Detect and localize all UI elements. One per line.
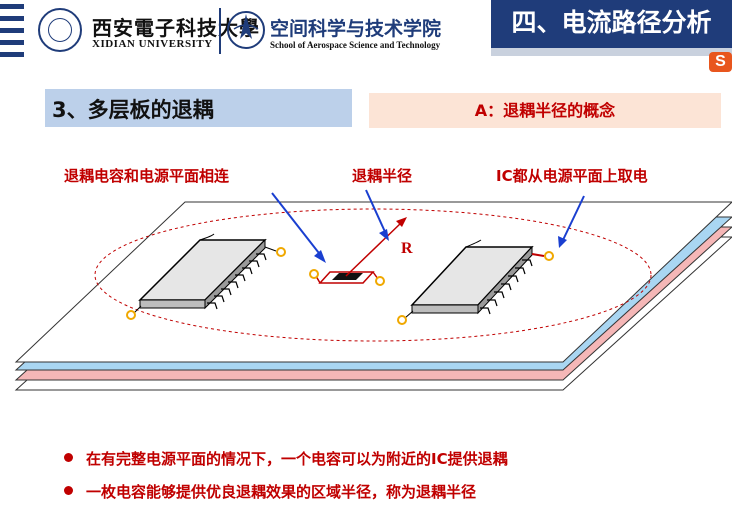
decoupling-radius-ellipse <box>94 208 652 342</box>
concept-title: A：退耦半径的概念 <box>369 93 721 128</box>
header-divider <box>219 8 221 54</box>
capacitor-via <box>309 269 319 279</box>
university-logo-icon <box>38 8 82 52</box>
menu-bar-line <box>0 4 24 9</box>
chapter-title: 四、电流路径分析 <box>491 0 732 48</box>
label-ic-power: IC都从电源平面上取电 <box>496 167 648 185</box>
bullet-item: 在有完整电源平面的情况下，一个电容可以为附近的IC提供退耦 <box>64 448 508 469</box>
title-shadow-bar <box>491 48 732 56</box>
menu-bar-line <box>0 40 24 45</box>
label-capacitor-connected: 退耦电容和电源平面相连 <box>64 167 230 185</box>
school-name-cn: 空间科学与技术学院 <box>270 18 442 40</box>
pointer-arrow <box>562 195 585 241</box>
power-via <box>544 251 554 261</box>
bullet-text: 一枚电容能够提供优良退耦效果的区域半径，称为退耦半径 <box>86 483 477 501</box>
radius-symbol: R <box>401 240 413 257</box>
bullet-dot-icon <box>64 486 73 495</box>
label-decoupling-radius: 退耦半径 <box>352 167 413 185</box>
section-title: 3、多层板的退耦 <box>52 98 214 122</box>
bullet-item: 一枚电容能够提供优良退耦效果的区域半径，称为退耦半径 <box>64 481 476 502</box>
power-via <box>126 310 136 320</box>
university-name-en: XIDIAN UNIVERSITY <box>92 38 213 50</box>
pointer-arrow <box>365 189 387 235</box>
radius-arrow <box>345 221 403 277</box>
capacitor-via <box>375 276 385 286</box>
ic-chip-left <box>138 233 267 310</box>
brand-badge-icon: S <box>709 52 732 72</box>
menu-bar-line <box>0 52 24 57</box>
bullet-text: 在有完整电源平面的情况下，一个电容可以为附近的IC提供退耦 <box>86 450 508 468</box>
school-name-en: School of Aerospace Science and Technolo… <box>270 40 441 50</box>
power-via <box>276 247 286 257</box>
menu-bar-line <box>0 28 24 33</box>
pcb-layer-top <box>14 201 732 363</box>
pointer-arrow <box>271 192 323 258</box>
menu-bar-line <box>0 16 24 21</box>
power-via <box>397 315 407 325</box>
section-title-bar <box>45 89 352 127</box>
school-logo-icon <box>227 11 265 49</box>
bullet-dot-icon <box>64 453 73 462</box>
